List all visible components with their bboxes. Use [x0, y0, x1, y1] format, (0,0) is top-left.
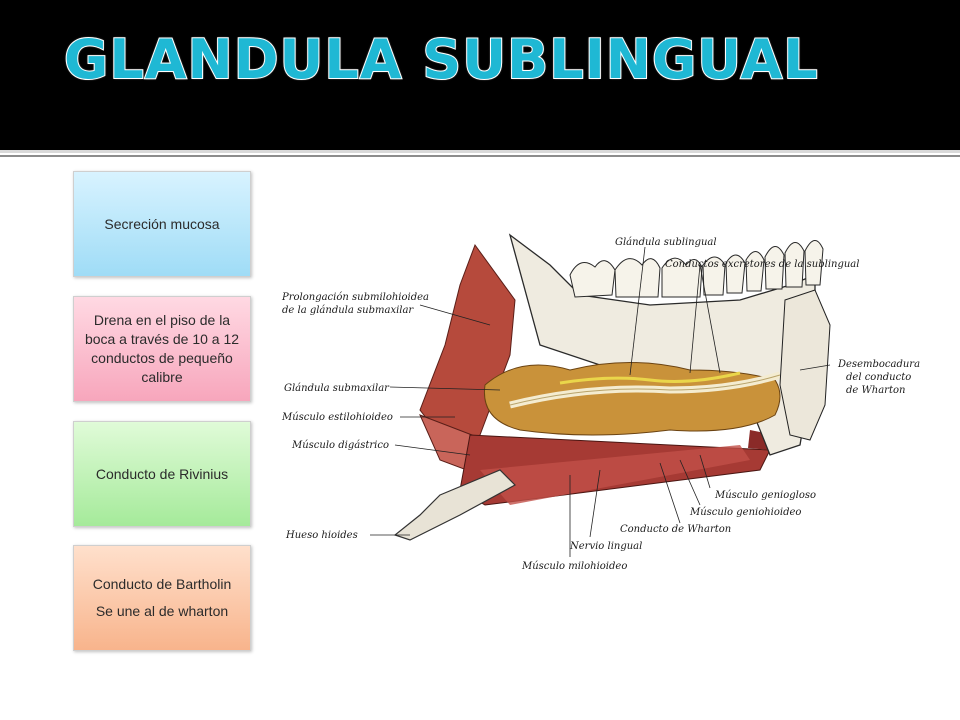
info-box-drenaje: Drena en el piso de la boca a través de … — [73, 296, 251, 402]
label-geniogloso: Músculo geniogloso — [714, 490, 816, 501]
divider-light — [0, 150, 960, 153]
info-box-rivinius-text: Conducto de Rivinius — [95, 465, 229, 482]
label-hueso-hioides: Hueso hioides — [285, 530, 358, 541]
label-digastrico: Músculo digástrico — [291, 440, 389, 451]
label-glandula-submaxilar: Glándula submaxilar — [284, 383, 390, 394]
label-geniohioideo: Músculo geniohioideo — [689, 507, 801, 518]
info-box-secrecion: Secreción mucosa — [73, 171, 251, 277]
label-desembocadura-3: de Wharton — [846, 385, 905, 396]
teeth-illustration — [569, 240, 824, 298]
info-box-drenaje-text: Drena en el piso de la boca a través de … — [84, 312, 240, 385]
label-prolongacion-1: Prolongación submilohioidea — [281, 292, 429, 303]
chin-bone-shape — [779, 289, 831, 441]
label-nervio-lingual: Nervio lingual — [569, 541, 642, 552]
label-milohioideo: Músculo milohioideo — [521, 561, 627, 572]
label-desembocadura-2: del conducto — [846, 372, 911, 383]
hyoid-bone-shape — [393, 469, 516, 541]
page-title: GLANDULA SUBLINGUAL — [63, 27, 819, 92]
info-box-secrecion-text: Secreción mucosa — [104, 215, 220, 232]
title-bar: GLANDULA SUBLINGUAL — [0, 0, 960, 150]
label-conductos-excretores: Conductos excretores de la sublingual — [665, 259, 859, 270]
sublingual-anatomy-illustration: Glándula sublingual Conductos excretores… — [281, 233, 920, 572]
leader-lines — [370, 246, 831, 557]
wharton-duct-outline — [509, 374, 781, 406]
label-estilohioideo: Músculo estilohioideo — [281, 412, 393, 423]
label-glandula-sublingual: Glándula sublingual — [615, 237, 717, 248]
info-box-bartholin: Conducto de Bartholin Se une al de whart… — [73, 545, 251, 651]
info-box-bartholin-note: Se une al de wharton — [95, 603, 229, 619]
divider-dark — [0, 155, 960, 157]
label-desembocadura-1: Desembocadura — [837, 359, 920, 370]
info-box-bartholin-text: Conducto de Bartholin — [92, 576, 232, 592]
info-box-rivinius: Conducto de Rivinius — [73, 421, 251, 527]
lingual-nerve-shape — [559, 371, 741, 385]
label-prolongacion-2: de la glándula submaxilar — [282, 305, 414, 316]
label-conducto-wharton: Conducto de Wharton — [620, 524, 731, 535]
